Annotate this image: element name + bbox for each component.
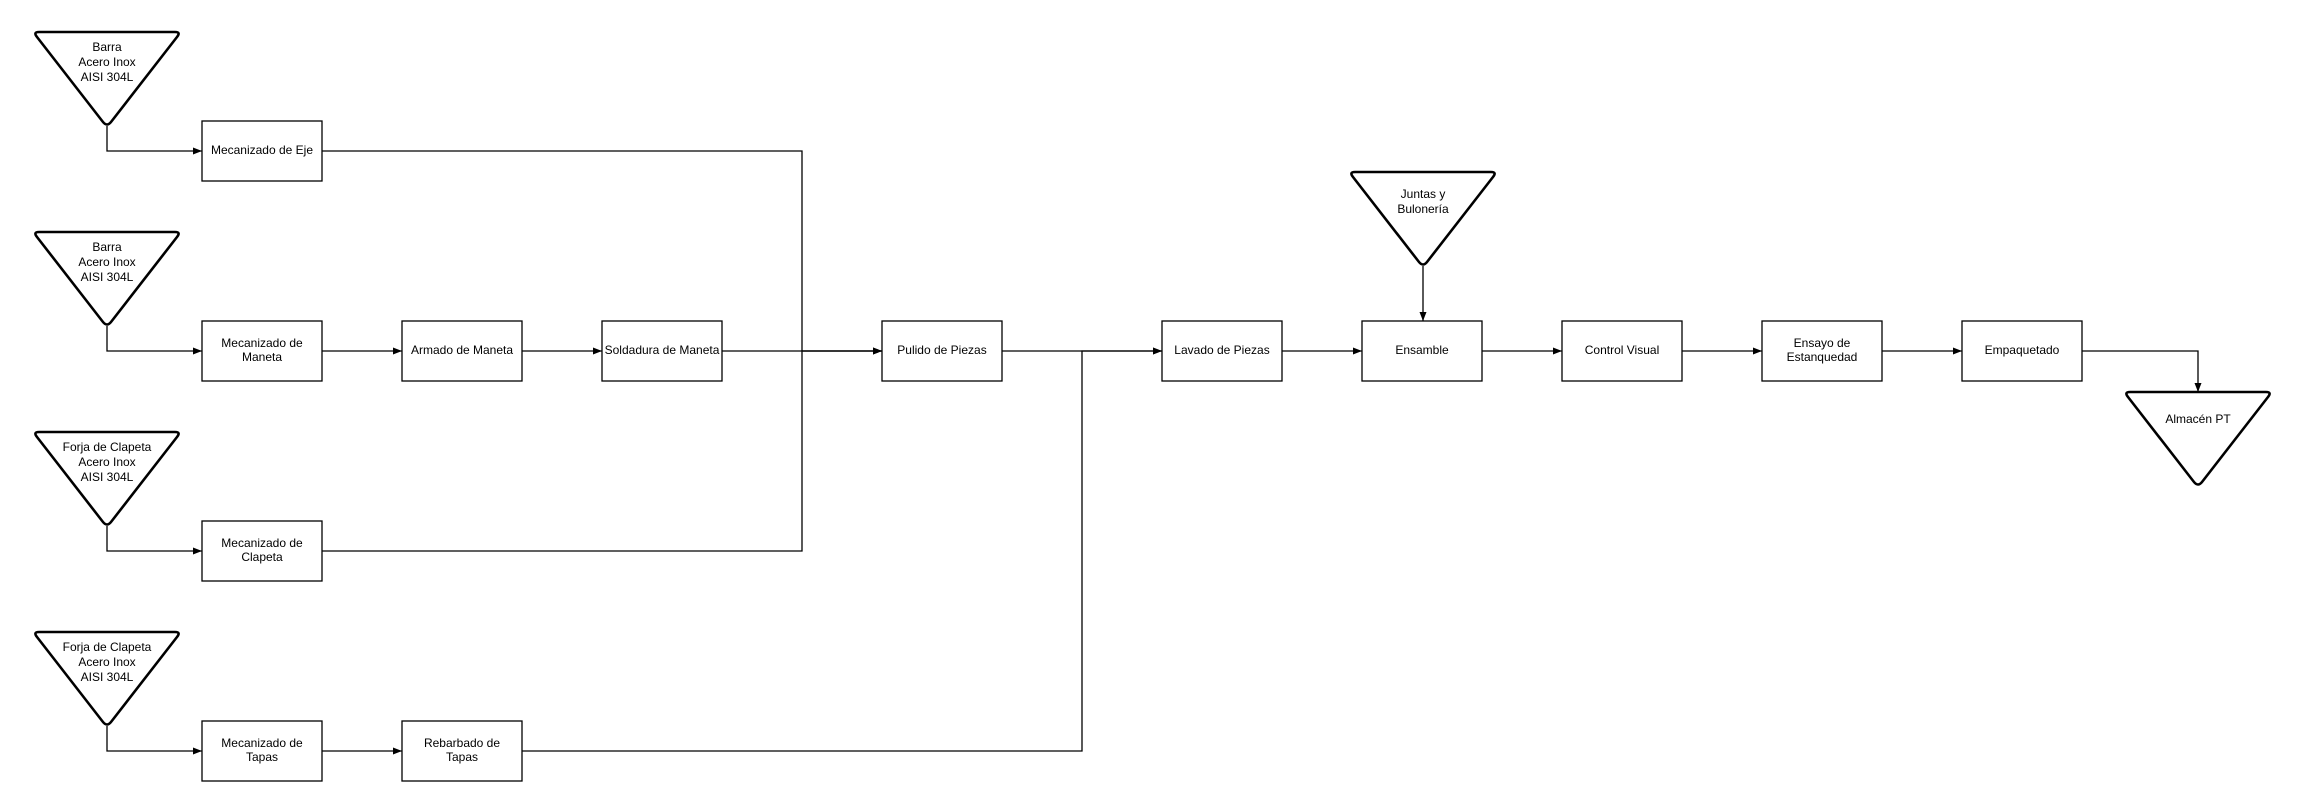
process-box-border [881, 320, 1003, 382]
process-box-border [401, 320, 523, 382]
inventory-label-barra-maneta-line-2: Acero Inox [78, 255, 135, 269]
process-box-border [1361, 320, 1483, 382]
process-box-mec-eje[interactable]: Mecanizado de Eje [201, 120, 323, 182]
inventory-label-barra-eje-line-2: Acero Inox [78, 55, 135, 69]
connector-empaquetado-to-almacen [2082, 350, 2202, 392]
inventory-label-forja-clapeta-line-3: AISI 304L [81, 470, 134, 484]
process-label-rebarbado-tapas-line-1: Rebarbado de [424, 736, 500, 750]
process-label-soldadura-maneta-line-1: Soldadura de Maneta [605, 343, 720, 357]
process-label-control-visual-line-1: Control Visual [1585, 343, 1659, 357]
process-label-pulido-line-1: Pulido de Piezas [897, 343, 986, 357]
process-box-border [1761, 320, 1883, 382]
process-box-soldadura-maneta[interactable]: Soldadura de Maneta [601, 320, 723, 382]
process-box-border [201, 720, 323, 782]
connector-rebarbado-tapas-to-lavado [522, 347, 1162, 752]
inventory-label-juntas-line-1: Juntas y [1401, 187, 1446, 201]
process-box-border [201, 520, 323, 582]
inventory-label-forja-tapas-line-1: Forja de Clapeta [63, 640, 152, 654]
process-box-empaquetado[interactable]: Empaquetado [1961, 320, 2083, 382]
process-box-border [401, 720, 523, 782]
inventory-label-almacen-line-1: Almacén PT [2165, 412, 2231, 426]
process-label-ensayo-line-1: Ensayo de [1794, 336, 1851, 350]
process-box-border [601, 320, 723, 382]
inventory-label-forja-tapas-line-2: Acero Inox [78, 655, 135, 669]
inventory-label-barra-maneta-line-1: Barra [92, 240, 122, 254]
inventory-label-barra-eje-line-3: AISI 304L [81, 70, 134, 84]
process-box-border [1561, 320, 1683, 382]
process-label-mec-clapeta-line-1: Mecanizado de [221, 536, 303, 550]
inventory-triangle-shape [34, 630, 180, 726]
process-label-armado-maneta-line-1: Armado de Maneta [411, 343, 513, 357]
connector-mec-clapeta-to-pulido [322, 347, 882, 552]
inventory-label-barra-maneta-line-3: AISI 304L [81, 270, 134, 284]
inventory-triangle-shape [2125, 390, 2271, 486]
process-label-rebarbado-tapas-line-2: Tapas [446, 750, 478, 764]
process-label-mec-maneta-line-2: Maneta [242, 350, 282, 364]
inventory-triangle-shape [1350, 170, 1496, 266]
connector-forja-clapeta-to-mec-clapeta [106, 526, 202, 555]
process-box-border [201, 120, 323, 182]
process-label-empaquetado-line-1: Empaquetado [1985, 343, 2060, 357]
process-box-border [201, 320, 323, 382]
process-box-border [1961, 320, 2083, 382]
inventory-triangle-shape [34, 230, 180, 326]
process-label-mec-maneta-line-1: Mecanizado de [221, 336, 303, 350]
inventory-label-forja-clapeta-line-2: Acero Inox [78, 455, 135, 469]
inventory-triangle-almacen[interactable]: Almacén PT [2125, 390, 2271, 486]
process-label-mec-tapas-line-2: Tapas [246, 750, 278, 764]
inventory-label-forja-clapeta-line-1: Forja de Clapeta [63, 440, 152, 454]
process-label-mec-clapeta-line-2: Clapeta [241, 550, 283, 564]
connector-barra-maneta-to-mec-maneta [106, 326, 202, 355]
process-label-lavado-line-1: Lavado de Piezas [1174, 343, 1269, 357]
process-label-mec-eje-line-1: Mecanizado de Eje [211, 143, 313, 157]
process-label-ensayo-line-2: Estanquedad [1787, 350, 1858, 364]
connector-barra-eje-to-mec-eje [106, 126, 202, 155]
process-label-ensamble-line-1: Ensamble [1395, 343, 1449, 357]
inventory-triangle-shape [34, 30, 180, 126]
process-box-border [1161, 320, 1283, 382]
process-label-mec-tapas-line-1: Mecanizado de [221, 736, 303, 750]
connectors [106, 126, 2202, 755]
inventory-triangle-shape [34, 430, 180, 526]
process-box-lavado[interactable]: Lavado de Piezas [1161, 320, 1283, 382]
process-box-pulido[interactable]: Pulido de Piezas [881, 320, 1003, 382]
inventory-label-barra-eje-line-1: Barra [92, 40, 122, 54]
inventory-label-juntas-line-2: Bulonería [1397, 202, 1449, 216]
process-box-armado-maneta[interactable]: Armado de Maneta [401, 320, 523, 382]
process-box-ensamble[interactable]: Ensamble [1361, 320, 1483, 382]
inventory-label-forja-tapas-line-3: AISI 304L [81, 670, 134, 684]
connector-forja-tapas-to-mec-tapas [106, 726, 202, 755]
process-box-control-visual[interactable]: Control Visual [1561, 320, 1683, 382]
